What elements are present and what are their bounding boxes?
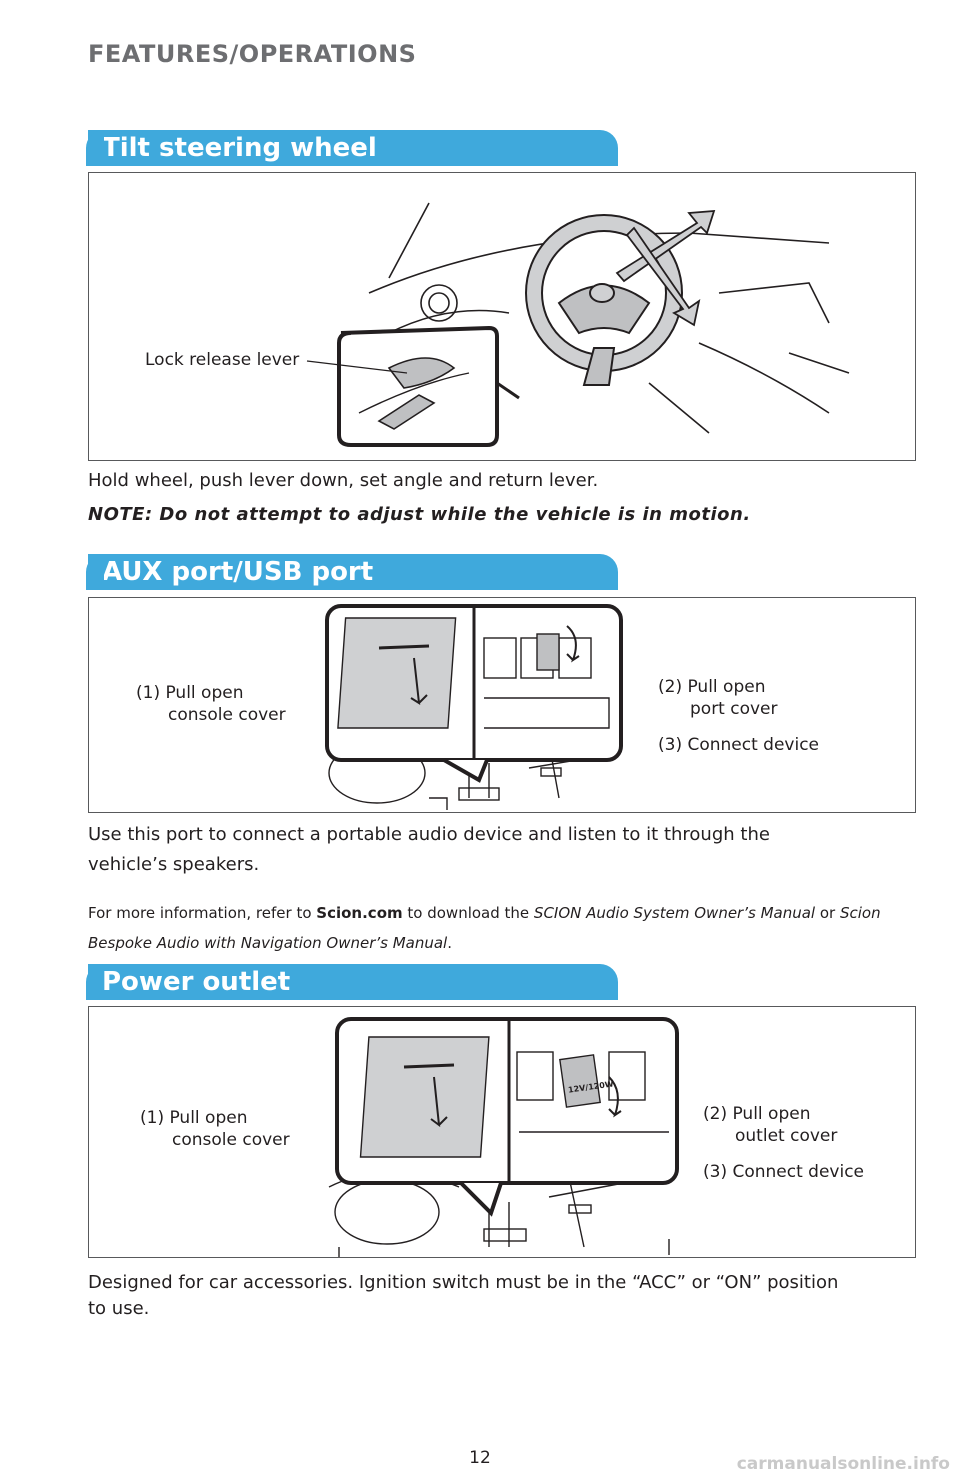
- aux-usb-illustration: [325, 604, 623, 810]
- aux-more-end: .: [447, 934, 452, 952]
- section-header: FEATURES/OPERATIONS: [88, 40, 417, 68]
- watermark: carmanualsonline.info: [736, 1454, 950, 1474]
- power-step3: (3) Connect device: [703, 1162, 865, 1182]
- navigation-manual-title: Scion Bespoke Audio with Navigation Owne…: [88, 904, 881, 952]
- power-step2-line1: (2) Pull open: [703, 1104, 811, 1124]
- aux-usb-figure: (1) Pull open console cover (2) Pull ope…: [88, 597, 916, 813]
- page-number: 12: [469, 1448, 491, 1468]
- power-step2: (2) Pull open outlet cover: [703, 1103, 837, 1147]
- aux-step2-line2: port cover: [690, 699, 778, 719]
- aux-more-info: For more information, refer to Scion.com…: [88, 898, 888, 958]
- power-step1: (1) Pull open console cover: [140, 1107, 290, 1151]
- power-outlet-figure: 12V/120W (1) Pull open console cover (2)…: [88, 1006, 916, 1258]
- audio-manual-title: SCION Audio System Owner’s Manual: [533, 904, 816, 922]
- aux-description: Use this port to connect a portable audi…: [88, 824, 770, 875]
- power-step2-line2: outlet cover: [735, 1126, 838, 1146]
- tilt-steering-figure: Lock release lever: [88, 172, 916, 461]
- power-outlet-illustration: 12V/120W: [328, 1017, 679, 1257]
- tilt-steering-heading: Tilt steering wheel: [86, 130, 618, 166]
- aux-more-prefix: For more information, refer to: [88, 904, 317, 922]
- power-description: Designed for car accessories. Ignition s…: [88, 1272, 839, 1319]
- aux-step2-line1: (2) Pull open: [658, 677, 766, 697]
- aux-step1-line2: console cover: [168, 705, 286, 725]
- aux-more-mid: to download the: [402, 904, 534, 922]
- power-outlet-heading: Power outlet: [86, 964, 618, 1000]
- tilt-description: Hold wheel, push lever down, set angle a…: [88, 470, 599, 491]
- tilt-note: NOTE: Do not attempt to adjust while the…: [88, 504, 751, 525]
- aux-step1: (1) Pull open console cover: [136, 682, 286, 726]
- aux-step2: (2) Pull open port cover: [658, 676, 778, 720]
- aux-more-or: or: [815, 904, 840, 922]
- steering-wheel-illustration: [306, 202, 850, 447]
- lock-release-lever-label: Lock release lever: [145, 350, 300, 370]
- power-step1-line1: (1) Pull open: [140, 1108, 248, 1128]
- scion-link[interactable]: Scion.com: [316, 904, 403, 922]
- aux-usb-heading: AUX port/USB port: [86, 554, 618, 590]
- aux-step3: (3) Connect device: [658, 735, 820, 755]
- aux-step1-line1: (1) Pull open: [136, 683, 244, 703]
- power-step1-line2: console cover: [172, 1130, 290, 1150]
